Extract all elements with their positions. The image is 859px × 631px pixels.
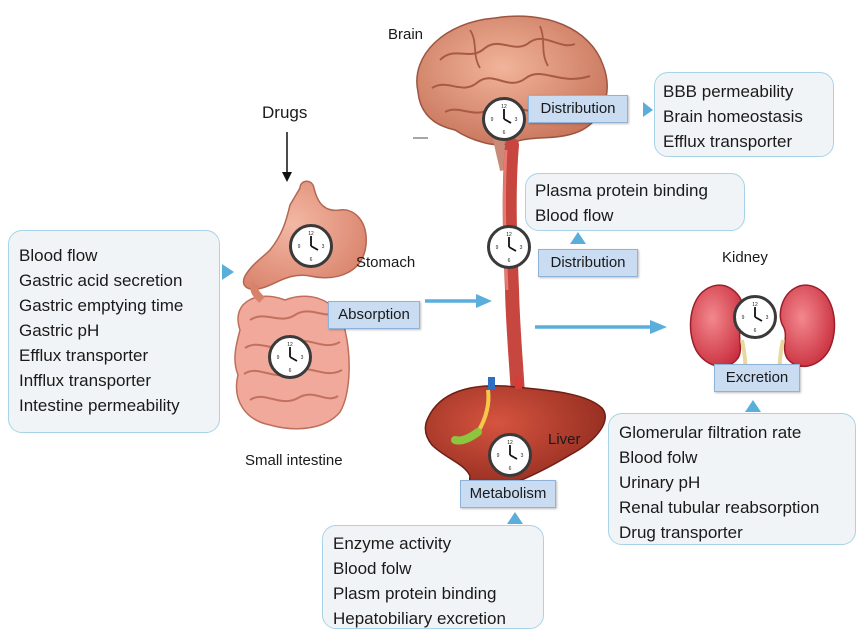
box-line: Renal tubular reabsorption bbox=[619, 495, 855, 520]
kidney-label: Kidney bbox=[722, 249, 768, 266]
svg-text:6: 6 bbox=[503, 130, 506, 136]
svg-text:9: 9 bbox=[298, 244, 301, 250]
box-line: Enzyme activity bbox=[333, 531, 543, 556]
box-line: Blood folw bbox=[333, 556, 543, 581]
svg-text:6: 6 bbox=[508, 258, 511, 264]
svg-text:9: 9 bbox=[277, 355, 280, 361]
box-line: Hepatobiliary excretion bbox=[333, 606, 543, 631]
svg-text:6: 6 bbox=[289, 368, 292, 374]
brain-factors-box: BBB permeability Brain homeostasis Efflu… bbox=[654, 72, 834, 157]
excretion-tag: Excretion bbox=[714, 364, 800, 392]
brain-label: Brain bbox=[388, 26, 423, 43]
svg-text:3: 3 bbox=[515, 117, 518, 123]
box-line: Blood flow bbox=[535, 203, 744, 228]
absorption-factors-box: Blood flow Gastric acid secretion Gastri… bbox=[8, 230, 220, 433]
kidney-factors-box: Glomerular filtration rate Blood folw Ur… bbox=[608, 413, 856, 545]
svg-text:9: 9 bbox=[497, 453, 500, 459]
distribution-brain-tag: Distribution bbox=[528, 95, 628, 123]
box-line: Blood flow bbox=[19, 243, 219, 268]
svg-text:3: 3 bbox=[766, 315, 769, 321]
svg-text:6: 6 bbox=[754, 328, 757, 334]
blood-factors-box: Plasma protein binding Blood flow bbox=[525, 173, 745, 231]
box-line: BBB permeability bbox=[663, 79, 833, 104]
svg-text:3: 3 bbox=[322, 244, 325, 250]
distribution-blood-tag: Distribution bbox=[538, 249, 638, 277]
box-line: Drug transporter bbox=[619, 520, 855, 545]
svg-text:6: 6 bbox=[509, 466, 512, 472]
svg-text:6: 6 bbox=[310, 257, 313, 263]
blood-vessel bbox=[510, 145, 518, 395]
svg-text:9: 9 bbox=[491, 117, 494, 123]
svg-text:3: 3 bbox=[520, 245, 523, 251]
box-line: Urinary pH bbox=[619, 470, 855, 495]
box-line: Efflux transporter bbox=[19, 343, 219, 368]
box-line: Gastric pH bbox=[19, 318, 219, 343]
box-line: Infflux transporter bbox=[19, 368, 219, 393]
box-line: Gastric emptying time bbox=[19, 293, 219, 318]
metabolism-tag: Metabolism bbox=[460, 480, 556, 508]
box-line: Blood folw bbox=[619, 445, 855, 470]
box-line: Glomerular filtration rate bbox=[619, 420, 855, 445]
drugs-label: Drugs bbox=[262, 103, 307, 123]
svg-text:9: 9 bbox=[742, 315, 745, 321]
box-line: Gastric acid secretion bbox=[19, 268, 219, 293]
svg-text:3: 3 bbox=[521, 453, 524, 459]
liver-factors-box: Enzyme activity Blood folw Plasm protein… bbox=[322, 525, 544, 629]
box-line: Intestine permeability bbox=[19, 393, 219, 418]
small-intestine-label: Small intestine bbox=[245, 452, 343, 469]
box-line: Plasm protein binding bbox=[333, 581, 543, 606]
svg-text:3: 3 bbox=[301, 355, 304, 361]
absorption-tag: Absorption bbox=[328, 301, 420, 329]
box-line: Plasma protein binding bbox=[535, 178, 744, 203]
svg-text:9: 9 bbox=[496, 245, 499, 251]
box-line: Brain homeostasis bbox=[663, 104, 833, 129]
liver-label: Liver bbox=[548, 431, 581, 448]
stomach-label: Stomach bbox=[356, 254, 415, 271]
box-line: Efflux transporter bbox=[663, 129, 833, 154]
